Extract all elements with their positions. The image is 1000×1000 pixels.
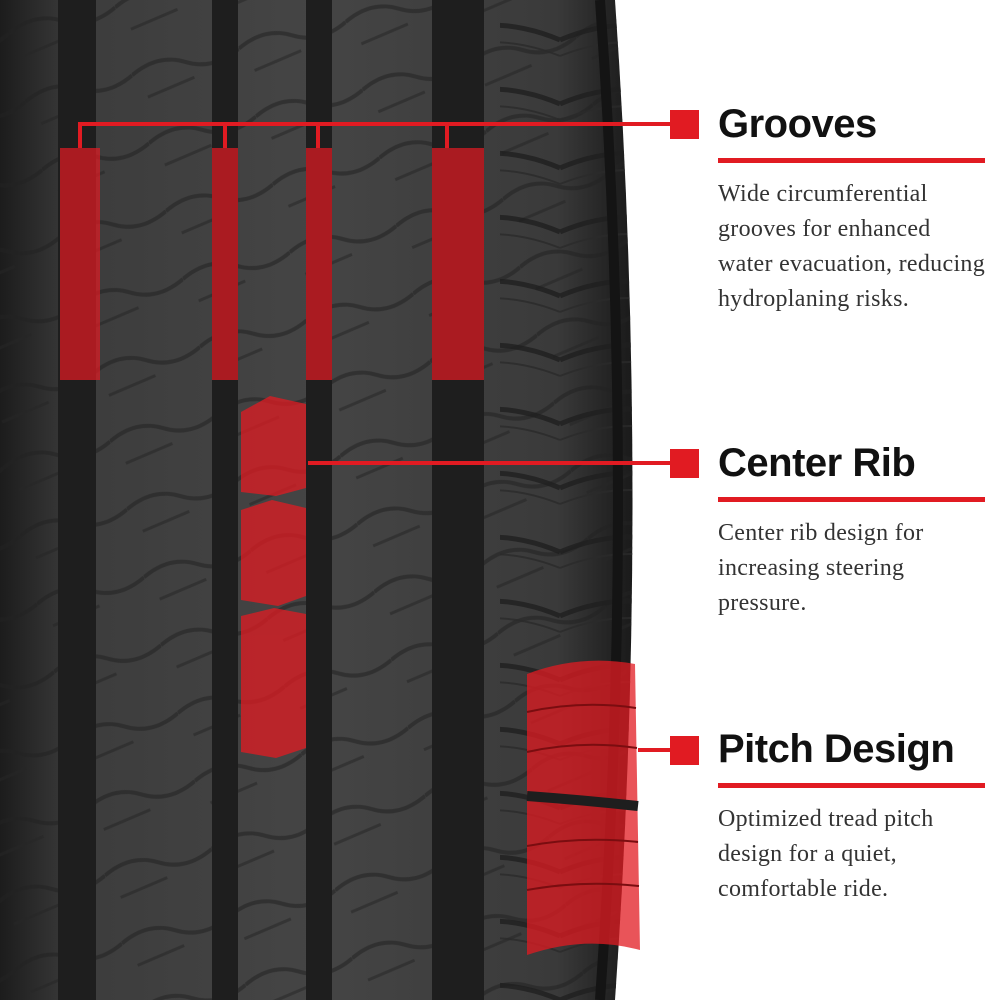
center-rib-highlights [241, 396, 306, 758]
callout-description: Optimized tread pitch design for a quiet… [718, 806, 934, 902]
pitch-design-marker [670, 736, 699, 765]
grooves-marker [670, 110, 699, 139]
pitch-design-highlight [526, 660, 640, 955]
divider [718, 783, 985, 788]
divider [718, 158, 985, 163]
callout-description: Wide circumferential grooves for enhance… [718, 181, 986, 312]
callout-description: Center rib design for increasing steerin… [718, 520, 924, 616]
callout-title: Pitch Design [718, 727, 955, 771]
divider [718, 497, 985, 502]
callout-center-rib: Center Rib Center rib design for increas… [718, 441, 990, 621]
center-rib-marker [670, 449, 699, 478]
groove-highlights [60, 148, 484, 380]
callout-title: Center Rib [718, 441, 916, 485]
grooves-connector [78, 122, 672, 148]
callout-title: Grooves [718, 102, 877, 146]
callout-grooves: Grooves Wide circumferential grooves for… [718, 102, 990, 317]
callout-pitch-design: Pitch Design Optimized tread pitch desig… [718, 727, 990, 907]
